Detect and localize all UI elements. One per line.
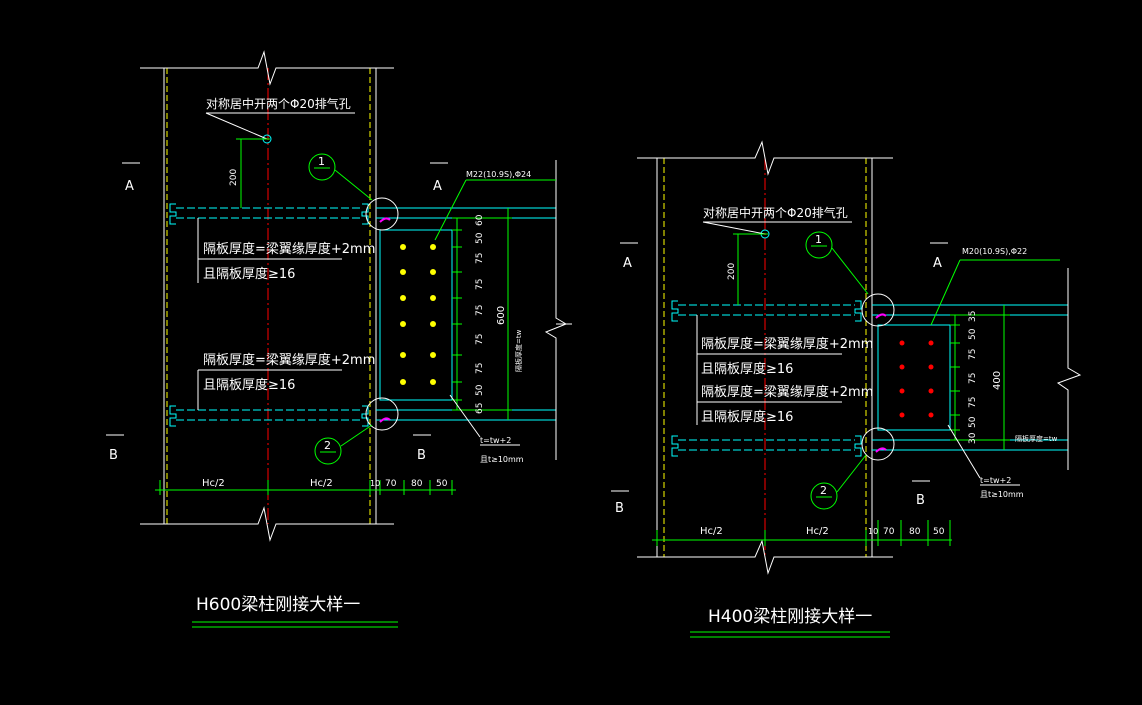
plate-note-2: 且t≥10mm xyxy=(480,455,524,464)
note1-line1: 隔板厚度=梁翼缘厚度+2mm xyxy=(203,241,375,257)
svg-text:50: 50 xyxy=(968,416,978,428)
svg-text:Hc/2: Hc/2 xyxy=(700,526,723,537)
section-b-right: B xyxy=(417,448,426,463)
svg-text:2: 2 xyxy=(820,484,827,497)
section-a-right: A xyxy=(433,179,442,194)
svg-text:65: 65 xyxy=(475,403,485,414)
callout-2 xyxy=(314,437,342,465)
svg-text:1: 1 xyxy=(815,233,822,246)
svg-text:75: 75 xyxy=(475,279,485,290)
svg-text:对称居中开两个Φ20排气孔: 对称居中开两个Φ20排气孔 xyxy=(703,205,848,220)
svg-text:且t≥10mm: 且t≥10mm xyxy=(980,490,1024,499)
title-h600: H600梁柱刚接大样一 xyxy=(196,595,360,615)
svg-text:75: 75 xyxy=(475,363,485,374)
bottom-dim-chain: Hc/2 Hc/2 10 70 80 50 xyxy=(155,478,456,495)
svg-text:50: 50 xyxy=(436,479,448,489)
svg-text:隔板厚度=梁翼缘厚度+2mm: 隔板厚度=梁翼缘厚度+2mm xyxy=(701,336,873,352)
shear-plate xyxy=(379,229,453,401)
note2-line2: 且隔板厚度≥16 xyxy=(203,377,295,393)
svg-text:70: 70 xyxy=(883,527,895,537)
svg-text:400: 400 xyxy=(992,371,1003,390)
svg-text:1: 1 xyxy=(318,155,325,168)
svg-text:200: 200 xyxy=(727,263,737,280)
svg-text:Hc/2: Hc/2 xyxy=(806,526,829,537)
bolt-group-left xyxy=(400,244,436,385)
svg-text:35: 35 xyxy=(968,311,978,322)
svg-text:B: B xyxy=(615,501,624,516)
bolt-group-right xyxy=(899,340,934,418)
callout-1 xyxy=(308,153,336,181)
detail-h400: 对称居中开两个Φ20排气孔 200 隔板厚度=梁翼缘厚度+2mm 且隔板厚度≥1… xyxy=(611,140,1082,638)
break-line-bottom xyxy=(140,506,394,542)
note1-line2: 且隔板厚度≥16 xyxy=(203,266,295,282)
svg-text:10: 10 xyxy=(868,527,878,536)
svg-text:80: 80 xyxy=(909,527,921,537)
section-a-left: A xyxy=(125,179,134,194)
svg-text:30: 30 xyxy=(968,432,978,444)
svg-text:75: 75 xyxy=(968,349,978,360)
detail-circle-bot xyxy=(365,397,399,431)
svg-text:75: 75 xyxy=(475,253,485,264)
svg-text:80: 80 xyxy=(411,479,423,489)
break-line-top xyxy=(140,50,394,86)
vent-note: 对称居中开两个Φ20排气孔 xyxy=(206,96,351,111)
svg-text:且隔板厚度≥16: 且隔板厚度≥16 xyxy=(701,409,793,425)
section-b-left: B xyxy=(109,448,118,463)
svg-text:t=tw+2: t=tw+2 xyxy=(980,476,1011,485)
svg-text:75: 75 xyxy=(968,397,978,408)
svg-text:M20(10.9S),Φ22: M20(10.9S),Φ22 xyxy=(962,247,1027,256)
title-h400: H400梁柱刚接大样一 xyxy=(708,607,872,627)
svg-text:B: B xyxy=(916,493,925,508)
svg-text:隔板厚度=tw: 隔板厚度=tw xyxy=(1015,434,1058,443)
weld-symbol-bl xyxy=(169,405,177,427)
svg-text:70: 70 xyxy=(385,479,397,489)
svg-text:60: 60 xyxy=(475,214,485,226)
weld-symbol-tl xyxy=(169,203,177,225)
svg-text:75: 75 xyxy=(968,373,978,384)
note2-line1: 隔板厚度=梁翼缘厚度+2mm xyxy=(203,352,375,368)
svg-text:50: 50 xyxy=(475,232,485,244)
svg-text:A: A xyxy=(933,256,942,271)
bolt-spec: M22(10.9S),Φ24 xyxy=(466,170,531,179)
dim-200: 200 xyxy=(229,169,239,186)
svg-text:50: 50 xyxy=(968,328,978,340)
plate-note-1: t=tw+2 xyxy=(480,436,511,445)
detail-circle-top xyxy=(365,197,399,231)
svg-text:75: 75 xyxy=(475,334,485,345)
svg-text:50: 50 xyxy=(933,527,945,537)
svg-text:且隔板厚度≥16: 且隔板厚度≥16 xyxy=(701,361,793,377)
svg-text:2: 2 xyxy=(324,439,331,452)
svg-text:50: 50 xyxy=(475,384,485,396)
svg-text:10: 10 xyxy=(370,479,380,488)
detail-h600: 对称居中开两个Φ20排气孔 200 隔板厚度=梁翼缘厚度+2mm 且隔板厚度≥1… xyxy=(106,50,572,628)
web-note: 隔板厚度=tw xyxy=(514,329,523,372)
svg-text:75: 75 xyxy=(475,305,485,316)
svg-text:隔板厚度=梁翼缘厚度+2mm: 隔板厚度=梁翼缘厚度+2mm xyxy=(701,384,873,400)
bolt-dim-chain: 60 50 75 75 75 75 75 50 65 600 xyxy=(452,208,512,420)
shear-plate-r xyxy=(877,324,951,431)
svg-text:A: A xyxy=(623,256,632,271)
svg-text:Hc/2: Hc/2 xyxy=(310,478,333,489)
svg-text:Hc/2: Hc/2 xyxy=(202,478,225,489)
beam-break-line xyxy=(544,160,568,460)
weld-symbol-br xyxy=(361,405,369,427)
total-dim: 600 xyxy=(496,306,507,325)
